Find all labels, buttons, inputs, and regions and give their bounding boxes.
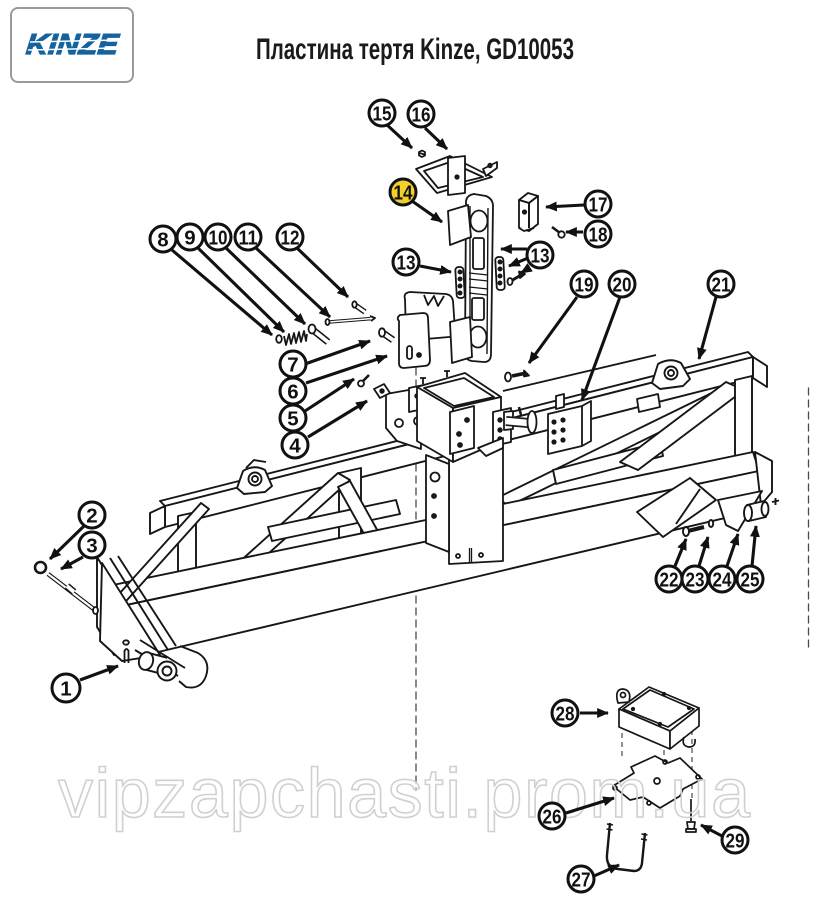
- svg-text:5: 5: [287, 408, 298, 431]
- svg-text:15: 15: [373, 103, 392, 126]
- svg-text:24: 24: [713, 569, 732, 592]
- svg-text:25: 25: [741, 569, 760, 592]
- svg-text:11: 11: [239, 227, 258, 250]
- svg-text:14: 14: [394, 182, 413, 205]
- svg-text:29: 29: [726, 830, 745, 853]
- svg-text:17: 17: [589, 194, 608, 217]
- svg-text:21: 21: [712, 274, 731, 297]
- svg-text:Пластина тертя Kinze, GD10053: Пластина тертя Kinze, GD10053: [256, 33, 574, 66]
- svg-text:23: 23: [686, 569, 705, 592]
- svg-text:13: 13: [397, 252, 416, 275]
- svg-text:KINZE: KINZE: [25, 29, 122, 61]
- svg-text:13: 13: [531, 245, 550, 268]
- svg-text:12: 12: [281, 227, 300, 250]
- svg-text:28: 28: [556, 703, 575, 726]
- svg-text:22: 22: [660, 569, 679, 592]
- svg-text:16: 16: [412, 104, 431, 127]
- svg-text:1: 1: [60, 678, 71, 701]
- svg-text:2: 2: [86, 505, 97, 528]
- svg-text:6: 6: [287, 381, 298, 404]
- svg-text:27: 27: [572, 869, 591, 892]
- svg-text:26: 26: [543, 806, 562, 829]
- svg-text:20: 20: [613, 274, 632, 297]
- svg-text:7: 7: [287, 354, 298, 377]
- svg-text:4: 4: [289, 435, 301, 458]
- svg-text:3: 3: [86, 535, 97, 558]
- svg-text:18: 18: [589, 224, 608, 247]
- svg-text:vipzapchasti.prom.ua: vipzapchasti.prom.ua: [58, 754, 750, 832]
- svg-text:8: 8: [157, 229, 168, 252]
- svg-text:10: 10: [209, 227, 228, 250]
- svg-text:19: 19: [575, 274, 594, 297]
- svg-text:9: 9: [184, 227, 195, 250]
